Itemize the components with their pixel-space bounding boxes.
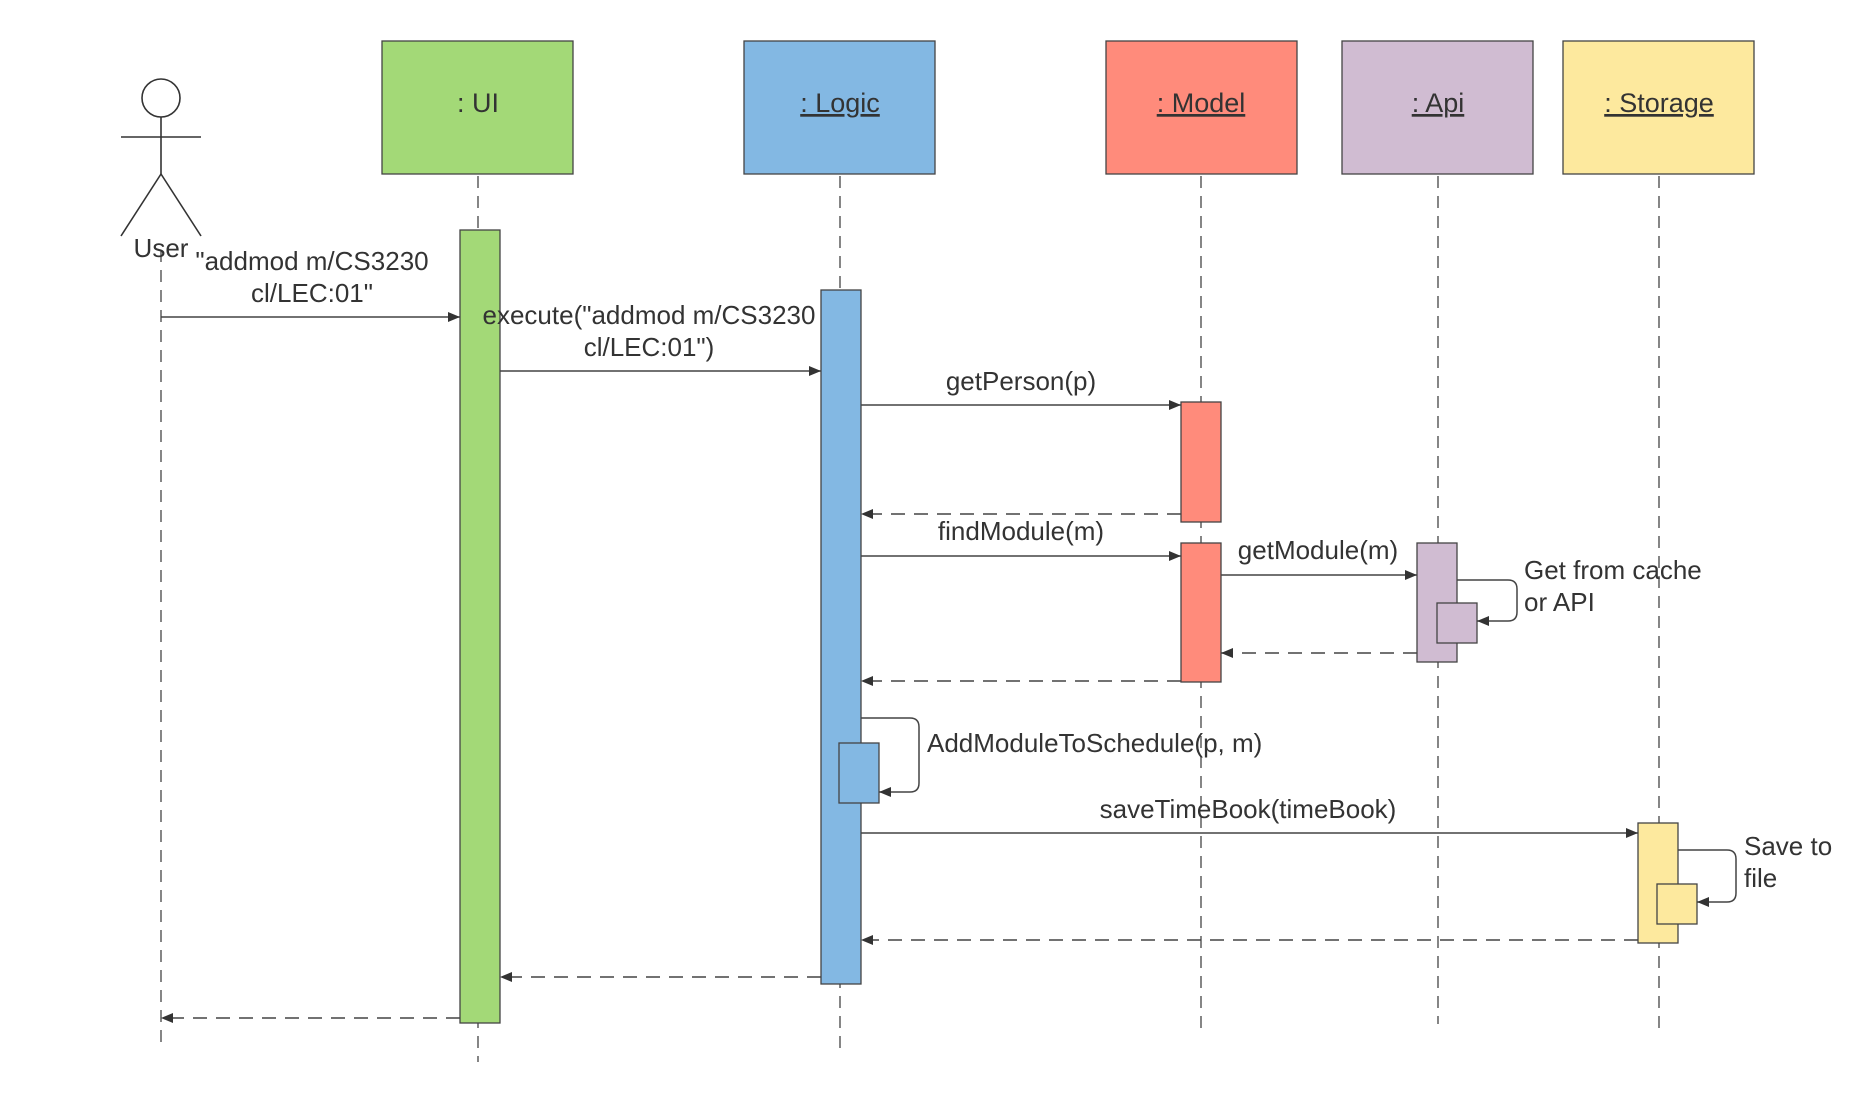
message-label: cl/LEC:01") bbox=[584, 332, 715, 362]
participant-logic: : Logic bbox=[743, 40, 936, 175]
ui-activation bbox=[459, 229, 501, 1024]
self-message-arrow bbox=[861, 717, 920, 797]
self-message-label: file bbox=[1744, 863, 1777, 893]
participant-model-box bbox=[1105, 40, 1298, 175]
participant-ui-label: : UI bbox=[457, 88, 499, 118]
storage-activation bbox=[1637, 822, 1679, 944]
self-message-label: Save to bbox=[1744, 831, 1832, 861]
message-label: findModule(m) bbox=[938, 516, 1104, 546]
api-self-activation bbox=[1436, 602, 1478, 644]
user-actor: User bbox=[120, 78, 202, 263]
participant-logic-box bbox=[743, 40, 936, 175]
participant-model: : Model bbox=[1105, 40, 1298, 175]
self-message-arrow bbox=[1457, 579, 1518, 626]
storage-self-activation bbox=[1656, 883, 1698, 925]
self-message-label: or API bbox=[1524, 587, 1595, 617]
participant-api-label: : Api bbox=[1412, 88, 1465, 118]
logic-activation bbox=[820, 289, 862, 985]
message-label: execute("addmod m/CS3230 bbox=[483, 300, 816, 330]
model-activation-getperson bbox=[1180, 401, 1222, 523]
actor-right-leg bbox=[160, 173, 202, 237]
participant-ui-box bbox=[381, 40, 574, 175]
model-activation-findmodule bbox=[1180, 542, 1222, 683]
actor-label: User bbox=[134, 233, 189, 263]
participant-ui: : UI bbox=[381, 40, 574, 175]
activations bbox=[459, 229, 1698, 1024]
message-label: getModule(m) bbox=[1238, 535, 1398, 565]
logic-self-activation bbox=[838, 742, 880, 804]
actor-left-leg bbox=[120, 173, 162, 237]
participant-storage-box bbox=[1562, 40, 1755, 175]
message-label: saveTimeBook(timeBook) bbox=[1100, 794, 1397, 824]
participant-storage-label: : Storage bbox=[1604, 88, 1714, 118]
participant-api-box bbox=[1341, 40, 1534, 175]
participant-logic-label: : Logic bbox=[800, 88, 880, 118]
message-label: cl/LEC:01" bbox=[251, 278, 373, 308]
participant-storage: : Storage bbox=[1562, 40, 1755, 175]
messages: "addmod m/CS3230 cl/LEC:01" execute("add… bbox=[161, 246, 1832, 1023]
message-label: "addmod m/CS3230 bbox=[195, 246, 428, 276]
message-label: getPerson(p) bbox=[946, 366, 1096, 396]
self-message-label: Get from cache bbox=[1524, 555, 1702, 585]
participant-api: : Api bbox=[1341, 40, 1534, 175]
participant-model-label: : Model bbox=[1157, 88, 1246, 118]
actor-head-icon bbox=[141, 78, 181, 118]
self-message-arrow bbox=[1678, 849, 1737, 907]
self-message-label: AddModuleToSchedule(p, m) bbox=[927, 728, 1262, 758]
